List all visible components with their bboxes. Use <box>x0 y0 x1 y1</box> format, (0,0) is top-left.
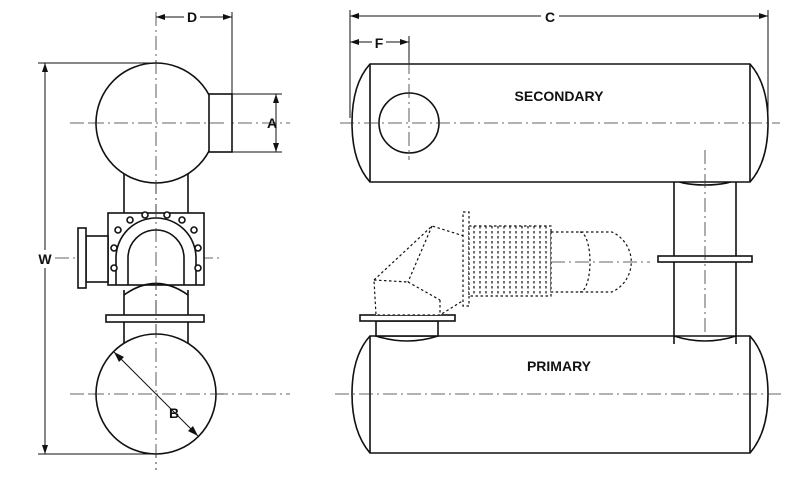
primary-tank-label: PRIMARY <box>527 358 592 374</box>
primary-inlet-stub <box>375 320 439 337</box>
side-inlet-stub <box>85 235 109 283</box>
dim-c-label: C <box>545 9 555 25</box>
dim-b-label: B <box>169 405 179 421</box>
secondary-tank-label: SECONDARY <box>515 88 605 104</box>
primary-tank <box>351 335 769 454</box>
lower-flange-plate <box>105 314 205 323</box>
side-view: D A W B <box>36 8 290 470</box>
dim-w-label: W <box>38 251 52 267</box>
dim-f-label: F <box>375 35 384 51</box>
hidden-flange-plate <box>462 211 470 307</box>
dim-a-label: A <box>267 115 277 131</box>
flange-bolt-holes <box>110 211 202 272</box>
dim-d-label: D <box>187 9 197 25</box>
middle-flange-box <box>107 212 205 286</box>
side-inlet-flange <box>77 227 87 289</box>
hidden-elbow <box>373 225 465 316</box>
hidden-bellows <box>468 225 552 297</box>
hidden-tailpipe <box>550 231 650 293</box>
front-view: SECONDARY PRIMARY C F <box>335 8 785 454</box>
primary-inlet-flange <box>359 314 456 322</box>
